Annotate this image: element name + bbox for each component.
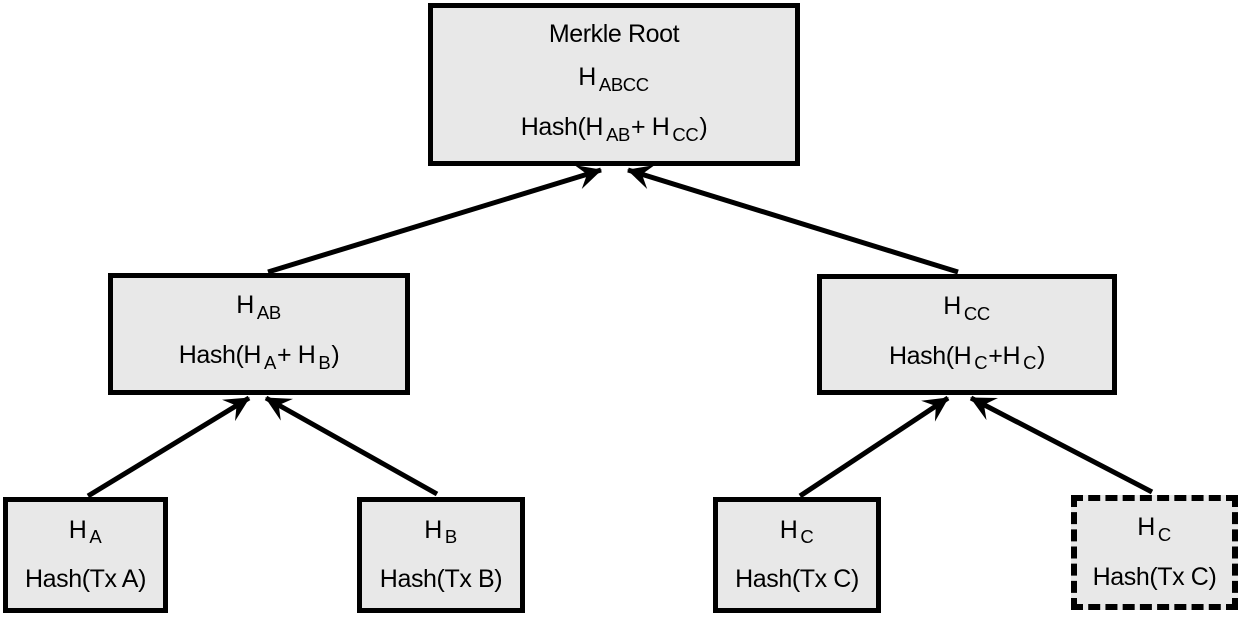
- merkle-root-title: Merkle Root: [548, 20, 680, 49]
- h-c-duplicate-formula: Hash(Tx C): [1092, 562, 1217, 591]
- edge-hc-duplicate-to-hcc: [969, 395, 1154, 495]
- edge-hab-to-root: [267, 165, 602, 275]
- edge-hc-to-hcc: [798, 395, 950, 499]
- h-b-formula: Hash(Tx B): [379, 565, 503, 594]
- edge-hb-to-hab: [264, 395, 439, 497]
- h-a-formula: Hash(Tx A): [24, 565, 147, 594]
- edge-ha-to-hab: [86, 395, 251, 499]
- h-c-formula: Hash(Tx C): [735, 565, 859, 594]
- edge-hcc-to-root: [627, 165, 959, 275]
